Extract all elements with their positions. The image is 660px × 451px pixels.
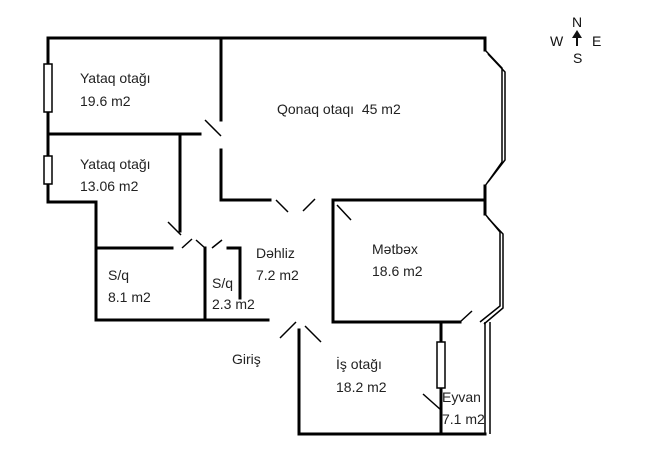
door-office-balcony [422,393,442,411]
door-bathroom1 [181,238,193,249]
kitchen-area: 18.6 m2 [372,263,423,279]
compass: N W E S [550,14,601,66]
office-name: İş otağı [336,355,382,372]
hallway-area: 7.2 m2 [256,267,299,283]
bathroom-2-name: S/q [212,275,233,291]
bay-window-living-inner [487,53,506,183]
bay-windows [479,49,506,434]
wall-left-step [46,200,98,322]
bedroom-1-area: 19.6 m2 [80,93,131,109]
bathroom-1-area: 8.1 m2 [108,289,151,305]
bay-window-kitchen [479,213,501,323]
door-living-1 [275,199,289,213]
compass-south: S [573,50,582,66]
bedroom-2-area: 13.06 m2 [80,178,139,194]
door-living-2 [302,198,316,212]
door-entrance [279,321,297,339]
bay-window-living [484,49,503,187]
compass-west: W [550,33,564,49]
hallway-name: Dəhliz [256,245,295,261]
wall-kitchen-left [331,198,462,324]
door-bedroom2 [167,221,182,236]
balcony-area: 7.1 m2 [442,411,485,427]
door-kitchen-balcony [459,310,473,323]
bathroom-1-name: S/q [108,267,129,283]
entrance-label: Giriş [232,351,261,367]
bedroom-2-name: Yataq otağı [80,156,151,172]
window-bedroom1 [43,63,53,113]
bay-window-kitchen-inner [483,217,504,325]
window-bedroom2 [43,155,53,185]
bedroom-1-name: Yataq otağı [80,70,151,86]
door-office [304,325,322,343]
door-bedroom1 [204,119,222,137]
living-room-label: Qonaq otaqı 45 m2 [277,101,401,117]
wall-office-left [297,328,487,436]
walls [46,36,487,436]
office-area: 18.2 m2 [336,379,387,395]
door-kitchen [336,204,352,221]
bathroom-2-area: 2.3 m2 [212,296,255,312]
north-arrow-icon [572,30,582,46]
windows [43,63,446,389]
balcony-name: Eyvan [442,389,481,405]
doors [167,119,473,411]
door-bathroom2-b [211,239,223,249]
window-balcony [436,341,446,389]
compass-north: N [572,14,582,30]
door-bathroom2-a [195,239,206,249]
kitchen-name: Mətbəx [372,241,418,257]
room-labels: Yataq otağı 19.6 m2 Yataq otağı 13.06 m2… [80,70,485,427]
compass-east: E [592,33,601,49]
